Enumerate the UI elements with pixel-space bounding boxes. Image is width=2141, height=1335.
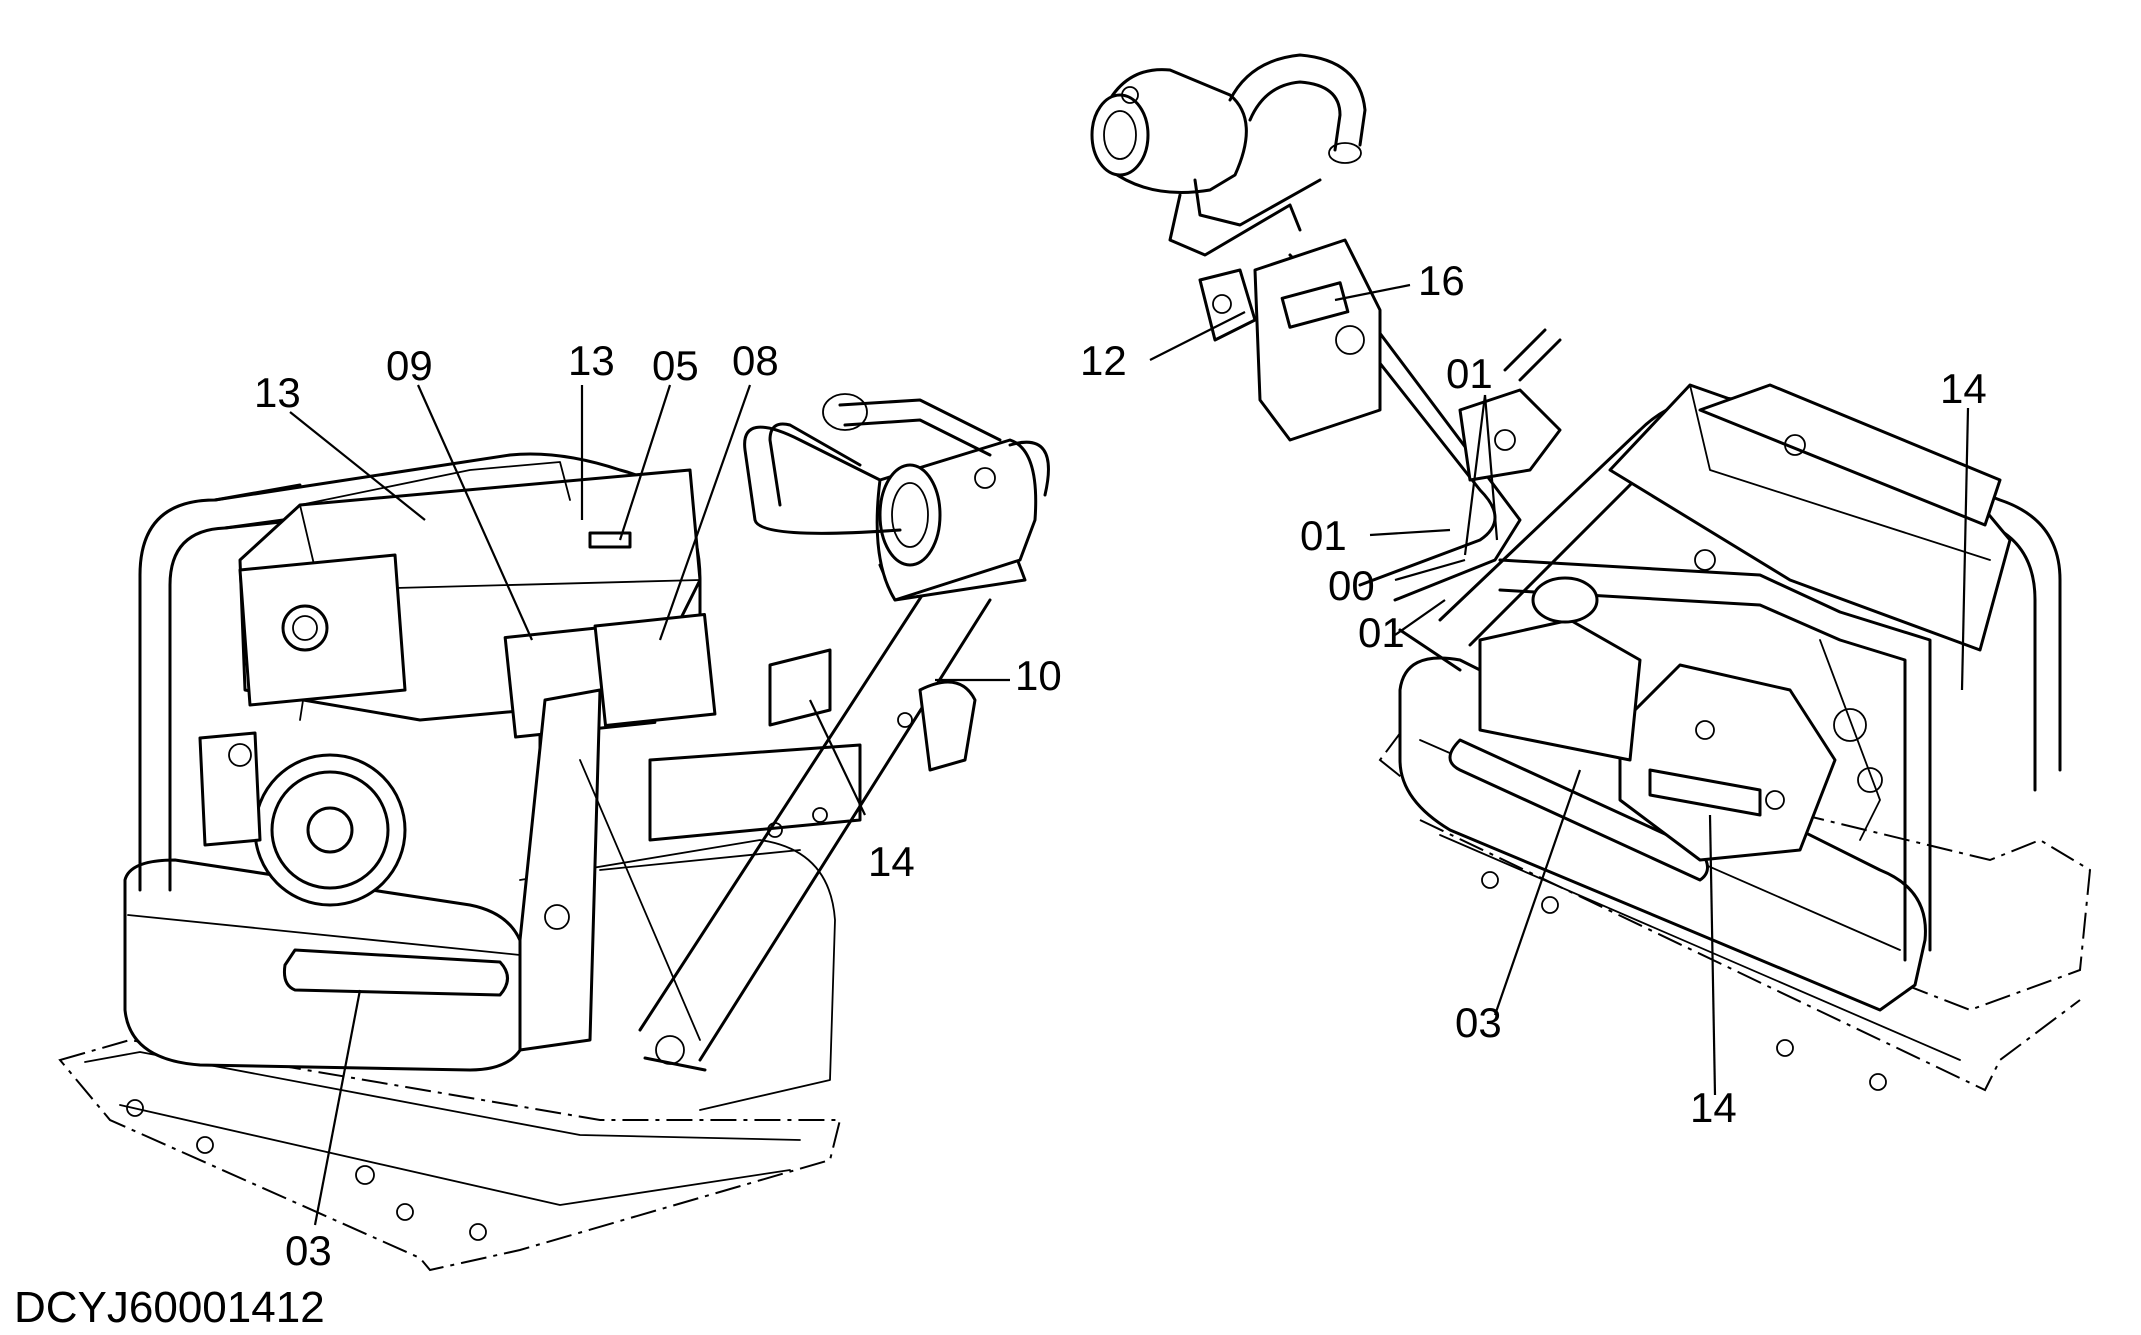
left-view-callouts: 13 09 13 05 08 10 14 03 (254, 337, 1062, 1274)
callout-label: 01 (1300, 512, 1347, 559)
callout-label: 14 (1940, 365, 1987, 412)
left-compactor-illustration (58, 393, 1050, 1272)
callout-label: 01 (1446, 350, 1493, 397)
callout-label: 01 (1358, 609, 1405, 656)
callout-label: 12 (1080, 337, 1127, 384)
right-view-leaders (1149, 283, 1970, 1096)
callout-label: 13 (254, 369, 301, 416)
callout-label: 10 (1015, 652, 1062, 699)
callout-label: 03 (1455, 999, 1502, 1046)
callout-label: 08 (732, 337, 779, 384)
drawing-reference-number: DCYJ60001412 (14, 1283, 325, 1332)
callout-label: 14 (868, 838, 915, 885)
right-compactor-illustration (1090, 53, 2092, 1092)
right-view-callouts: 16 12 01 01 00 01 14 03 14 (1080, 257, 1987, 1131)
callout-label: 16 (1418, 257, 1465, 304)
callout-label: 13 (568, 337, 615, 384)
callout-label: 14 (1690, 1084, 1737, 1131)
callout-label: 03 (285, 1227, 332, 1274)
callout-label: 00 (1328, 562, 1375, 609)
left-view-leaders (289, 384, 1010, 1226)
callout-label: 05 (652, 342, 699, 389)
callout-label: 09 (386, 342, 433, 389)
